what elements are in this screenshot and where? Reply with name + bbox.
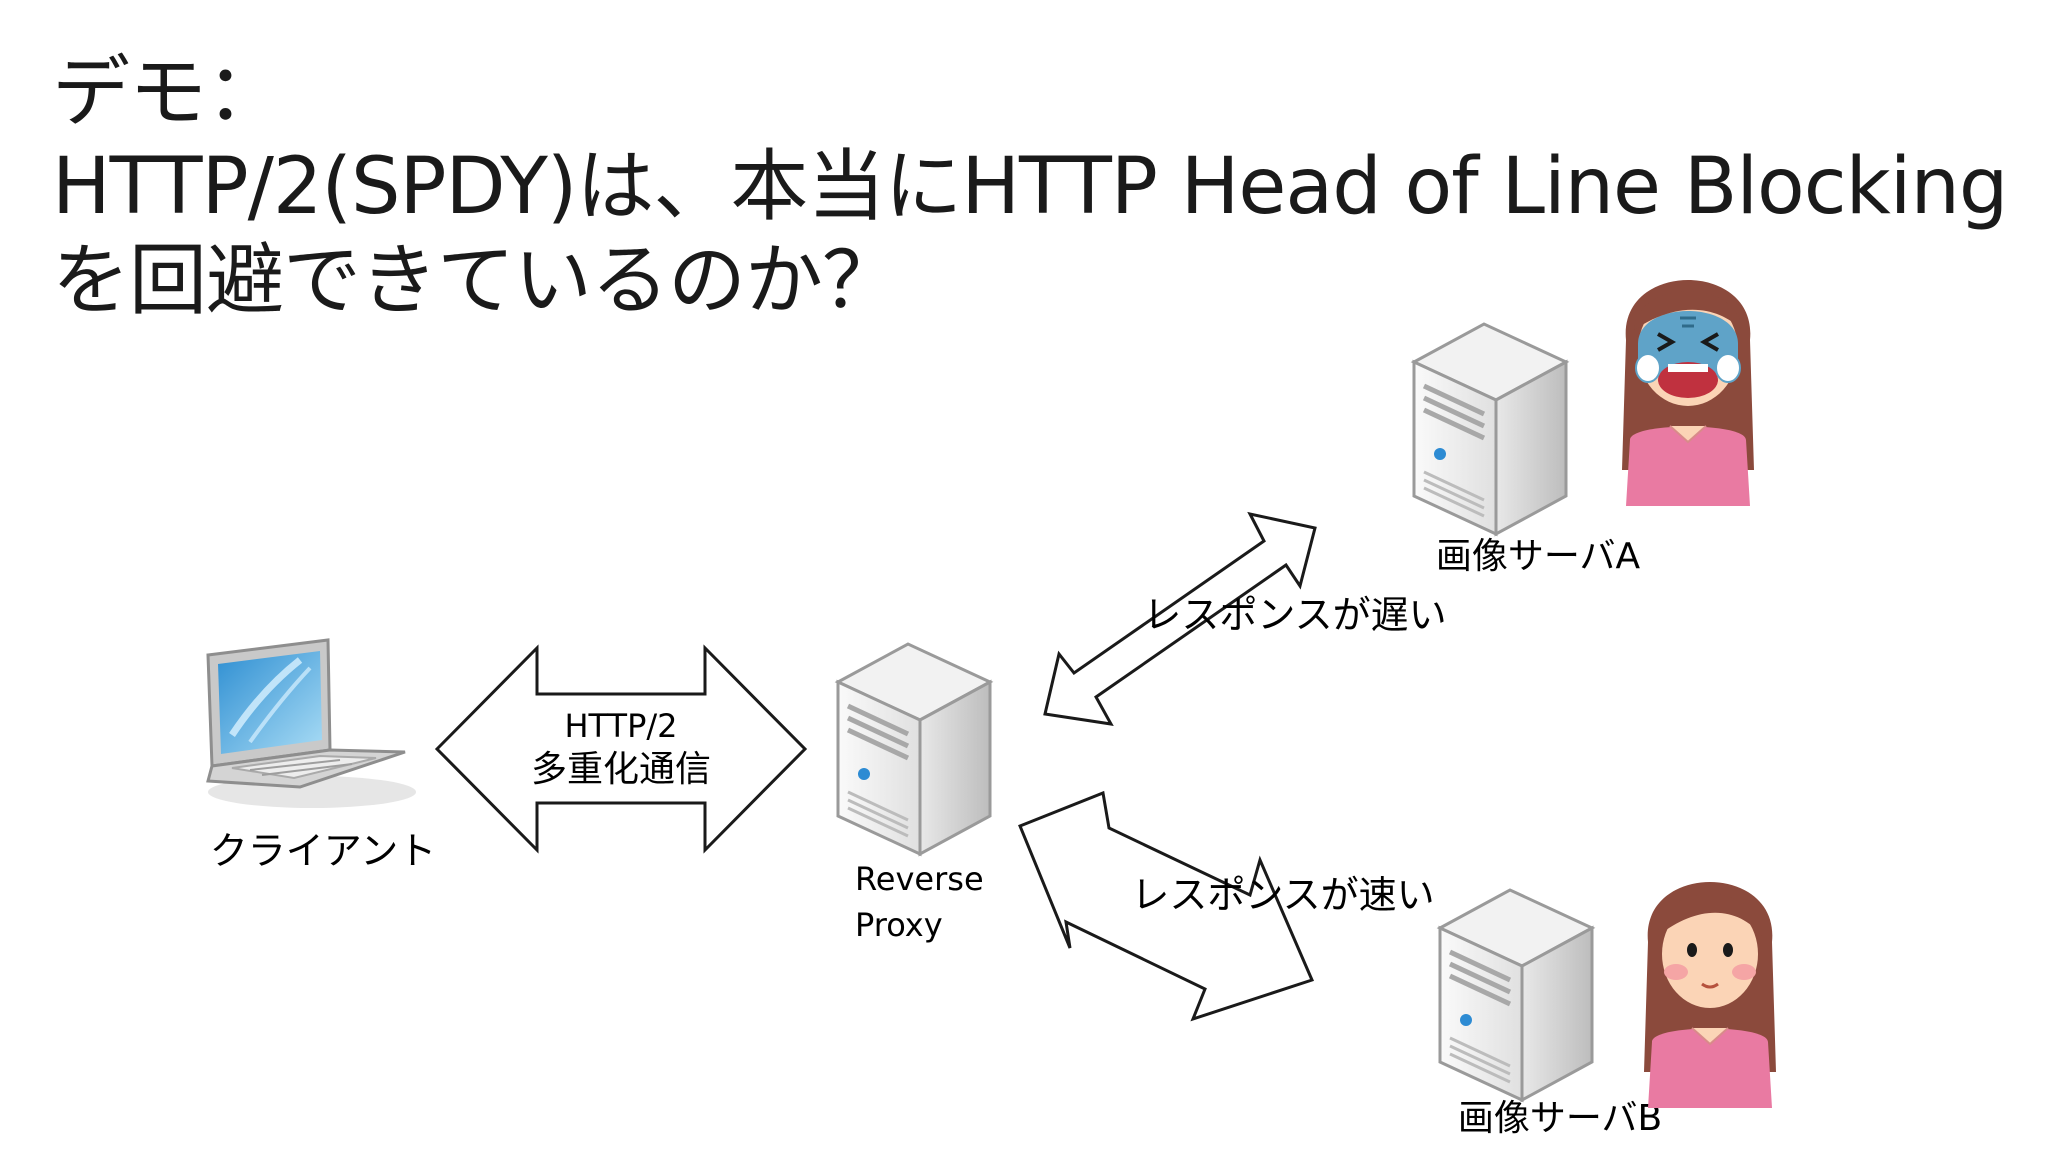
- server-a-icon: [1414, 324, 1566, 534]
- server-b-label: 画像サーバB: [1458, 1098, 1662, 1139]
- server-a-label: 画像サーバA: [1436, 536, 1641, 577]
- fast-response-arrow: [1018, 790, 1315, 1022]
- slide-title: デモ： HTTP/2(SPDY)は、本当にHTTP Head of Line B…: [52, 46, 2008, 328]
- server-b-icon: [1440, 890, 1592, 1100]
- slow-response-label: レスポンスが遅い: [1143, 593, 1446, 637]
- slow-response-arrow: [1043, 511, 1317, 726]
- proxy-label-line1: Reverse: [855, 860, 984, 898]
- proxy-label-line2: Proxy: [855, 906, 943, 944]
- proxy-server-icon: [838, 644, 990, 854]
- laptop-icon: [206, 638, 416, 808]
- crying-girl-icon: [1621, 279, 1755, 507]
- title-line-1: デモ：: [52, 48, 284, 138]
- title-line-3: を回避できているのか？: [52, 236, 900, 326]
- multiplex-label-line2: 多重化通信: [531, 749, 711, 790]
- fast-response-label: レスポンスが速い: [1131, 873, 1434, 917]
- multiplex-label-line1: HTTP/2: [564, 707, 677, 745]
- title-line-2: HTTP/2(SPDY)は、本当にHTTP Head of Line Block…: [52, 142, 2008, 232]
- client-label: クライアント: [210, 829, 436, 873]
- happy-girl-icon: [1643, 881, 1777, 1109]
- multiplex-double-arrow: [434, 644, 808, 854]
